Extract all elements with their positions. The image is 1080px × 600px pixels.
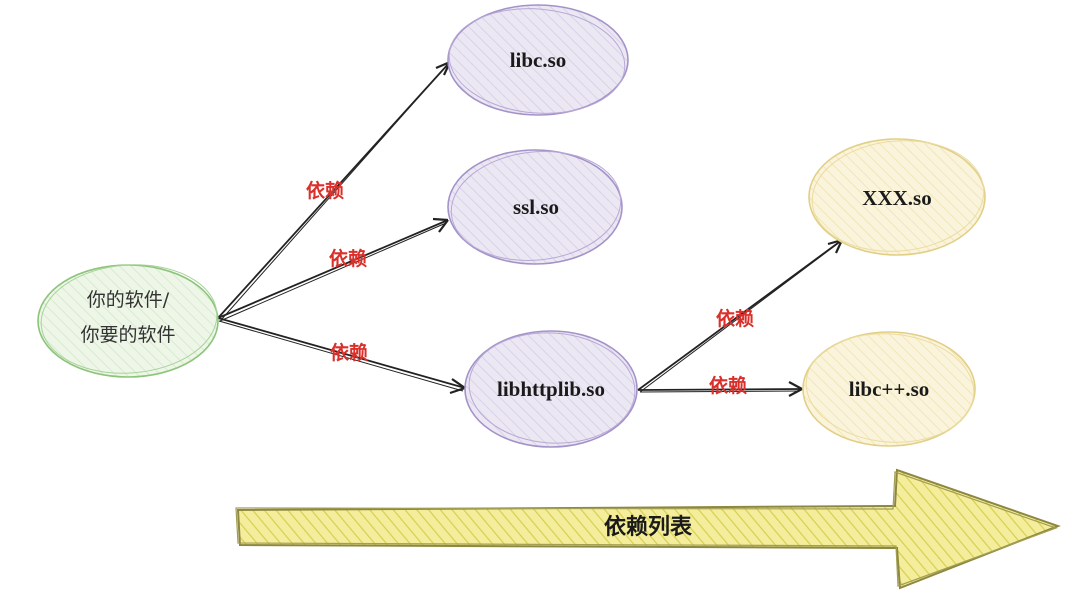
- edge-to-libhttplib: [217, 317, 466, 395]
- edge-to-libcpp: [637, 381, 803, 397]
- edge-to-xxx: [637, 238, 843, 393]
- node-libhttplib: libhttplib.so: [464, 330, 638, 448]
- edge-to-ssl: [217, 217, 449, 322]
- banner-label: 依赖列表: [604, 514, 693, 540]
- node-libc: libc.so: [447, 4, 629, 116]
- node-xxx-label: XXX.so: [862, 186, 931, 210]
- node-libcpp: libc++.so: [802, 331, 976, 447]
- node-ssl-label: ssl.so: [513, 195, 559, 219]
- edge-label-to-libc: 依赖: [306, 179, 344, 202]
- node-libhttplib-label: libhttplib.so: [497, 377, 605, 401]
- edges: [217, 60, 843, 397]
- node-xxx: XXX.so: [808, 138, 986, 256]
- node-ssl: ssl.so: [447, 149, 623, 265]
- node-your-software-line2: 你要的软件: [80, 324, 175, 346]
- node-libcpp-label: libc++.so: [849, 377, 930, 401]
- node-libc-label: libc.so: [510, 48, 567, 72]
- edge-label-to-libhttplib: 依赖: [330, 341, 368, 364]
- edge-label-to-libcpp: 依赖: [709, 374, 747, 397]
- dependency-list-banner: 依赖列表: [235, 468, 1061, 590]
- edge-label-to-ssl: 依赖: [329, 247, 367, 270]
- node-your-software: 你的软件/ 你要的软件: [37, 264, 219, 378]
- node-your-software-line1: 你的软件/: [87, 289, 170, 311]
- edge-label-to-xxx: 依赖: [716, 307, 754, 330]
